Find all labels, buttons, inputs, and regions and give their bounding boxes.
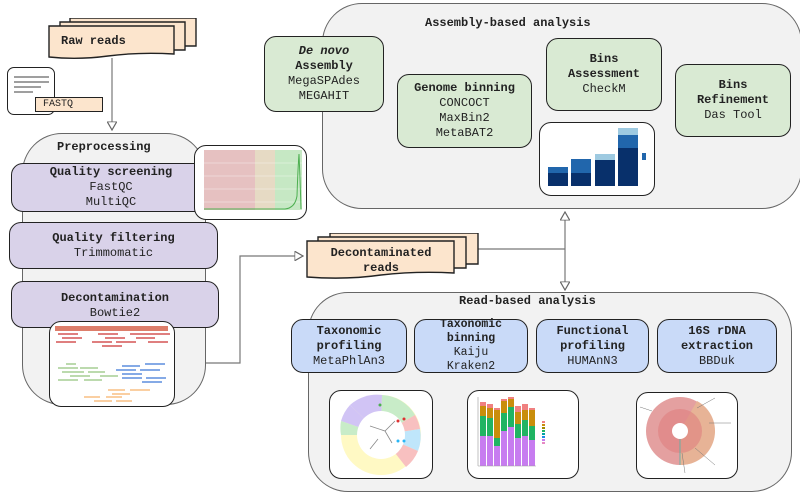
step-taxonomic-binning[interactable]: Taxonomic binning Kaiju Kraken2 bbox=[414, 318, 528, 373]
tool-fastqc: FastQC bbox=[89, 180, 133, 194]
step-title-line-1: Taxonomic bbox=[439, 318, 503, 331]
step-title-line-2: Assessment bbox=[567, 67, 640, 81]
step-title-line-1: Bins bbox=[589, 52, 619, 66]
circular-tree-plot bbox=[340, 394, 421, 475]
step-title: Quality filtering bbox=[52, 230, 175, 245]
fastq-badge: FASTQ bbox=[35, 97, 103, 112]
raw-reads-label: Raw reads bbox=[61, 34, 126, 48]
tool-humann3: HUMAnN3 bbox=[567, 353, 618, 368]
tool-trimmomatic: Trimmomatic bbox=[73, 245, 154, 260]
fastqc-quality-plot-thumbnail bbox=[194, 145, 307, 220]
step-title: Quality screening bbox=[49, 165, 173, 179]
tool-metaphlan3: MetaPhlAn3 bbox=[312, 353, 385, 368]
fastq-label: FASTQ bbox=[43, 99, 74, 110]
phylogenetic-tree-thumbnail bbox=[329, 390, 433, 479]
step-title-line-2: binning bbox=[446, 332, 496, 345]
decontaminated-reads-label: Decontaminated reads bbox=[307, 246, 455, 276]
step-decontamination[interactable]: Decontamination Bowtie2 bbox=[11, 281, 219, 328]
arrow-preprocessing-to-decontaminated bbox=[175, 256, 303, 364]
read-alignment-plot bbox=[55, 326, 170, 402]
checkm-bar-chart-thumbnail bbox=[539, 122, 655, 196]
step-genome-binning[interactable]: Genome binning CONCOCT MaxBin2 MetaBAT2 bbox=[397, 74, 532, 148]
tool-das-tool: Das Tool bbox=[704, 108, 762, 122]
step-title-line-1: Functional bbox=[556, 323, 629, 338]
step-title: Genome binning bbox=[414, 81, 515, 95]
file-document-icon bbox=[14, 76, 49, 93]
step-quality-filtering[interactable]: Quality filtering Trimmomatic bbox=[9, 222, 218, 269]
step-title: Assembly bbox=[295, 59, 353, 73]
tool-bowtie2: Bowtie2 bbox=[89, 306, 141, 320]
step-title: Decontamination bbox=[60, 291, 170, 305]
step-title-italic: De novo bbox=[298, 44, 350, 58]
step-title-line-1: Bins bbox=[718, 78, 748, 92]
step-16s-rdna-extraction[interactable]: 16S rDNA extraction BBDuk bbox=[657, 319, 777, 373]
step-bins-assessment[interactable]: Bins Assessment CheckM bbox=[546, 38, 662, 111]
preprocessing-title: Preprocessing bbox=[57, 140, 151, 154]
tool-multiqc: MultiQC bbox=[85, 195, 137, 209]
step-quality-screening[interactable]: Quality screening FastQC MultiQC bbox=[11, 163, 211, 212]
read-alignment-thumbnail bbox=[49, 321, 175, 407]
step-title-line-2: profiling bbox=[560, 338, 625, 353]
label-line-2: reads bbox=[362, 261, 399, 275]
step-taxonomic-profiling[interactable]: Taxonomic profiling MetaPhlAn3 bbox=[291, 319, 407, 373]
krona-plot bbox=[639, 397, 731, 474]
step-title-line-2: Refinement bbox=[696, 93, 769, 107]
label-line-1: Decontaminated bbox=[330, 246, 432, 260]
tool-kraken2: Kraken2 bbox=[446, 360, 496, 373]
decontaminated-reads-stack: Decontaminated reads bbox=[306, 233, 481, 283]
tool-maxbin2: MaxBin2 bbox=[439, 111, 490, 125]
tool-megahit: MEGAHIT bbox=[298, 89, 350, 103]
step-de-novo-assembly[interactable]: De novo Assembly MegaSPAdes MEGAHIT bbox=[264, 36, 384, 112]
assembly-title: Assembly-based analysis bbox=[425, 16, 591, 30]
step-functional-profiling[interactable]: Functional profiling HUMAnN3 bbox=[536, 319, 649, 373]
tool-bbduk: BBDuk bbox=[698, 353, 735, 368]
bin-quality-bar-chart bbox=[548, 128, 646, 186]
quality-score-plot bbox=[204, 150, 302, 210]
tool-megaspades: MegaSPAdes bbox=[287, 74, 360, 88]
step-title-line-1: 16S rDNA bbox=[688, 323, 746, 338]
tool-checkm: CheckM bbox=[582, 82, 626, 96]
step-title-line-2: profiling bbox=[316, 338, 382, 353]
taxonomic-barplot-thumbnail bbox=[467, 390, 579, 479]
raw-reads-stack: Raw reads bbox=[48, 18, 198, 60]
step-title-line-1: Taxonomic bbox=[316, 323, 382, 338]
krona-chart-thumbnail bbox=[636, 392, 738, 479]
step-title-line-2: extraction bbox=[680, 338, 753, 353]
relative-abundance-barplot bbox=[477, 397, 545, 467]
tool-concoct: CONCOCT bbox=[439, 96, 490, 110]
tool-kaiju: Kaiju bbox=[453, 346, 489, 359]
step-bins-refinement[interactable]: Bins Refinement Das Tool bbox=[675, 64, 791, 137]
tool-metabat2: MetaBAT2 bbox=[435, 126, 494, 140]
readbased-title: Read-based analysis bbox=[459, 294, 596, 308]
